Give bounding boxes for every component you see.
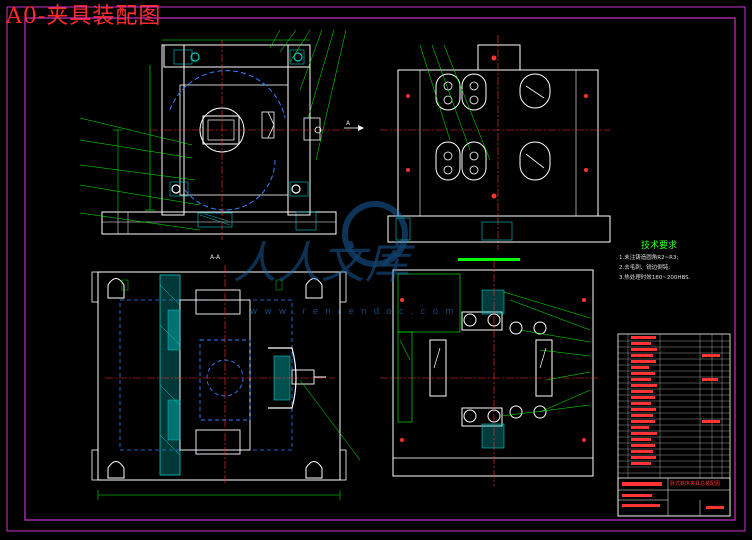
page-title: A0-夹具装配图 xyxy=(6,4,162,29)
base-plate xyxy=(101,211,337,235)
green-bar xyxy=(458,258,520,261)
locator-key xyxy=(197,212,233,228)
title-block-drawing-name: 卧式铣床夹具总装配图 xyxy=(670,481,721,487)
outer-frame xyxy=(6,6,746,532)
watermark-url: www.renrendoc.com xyxy=(250,307,461,317)
technical-requirement-3: 3.热处理时效180~200HBS. xyxy=(619,275,691,281)
plan-view xyxy=(91,265,361,500)
technical-requirements-heading: 技术要求 xyxy=(641,241,678,251)
view-arrow-label: A xyxy=(346,120,351,127)
watermark-text: 人人文库 xyxy=(233,238,416,289)
side-view xyxy=(380,35,611,261)
top-crossbar xyxy=(163,44,311,68)
technical-requirement-1: 1.未注铸造圆角R2~R3; xyxy=(619,255,679,261)
inner-frame xyxy=(24,17,736,521)
front-view xyxy=(79,29,364,240)
title-block xyxy=(617,333,731,517)
technical-requirement-2: 2.去毛刺、锐边倒钝; xyxy=(619,265,671,271)
plan-outline xyxy=(97,271,341,481)
watermark-logo: 人人文库 xyxy=(233,201,416,289)
left-side-view xyxy=(380,260,600,486)
section-label: A-A xyxy=(210,254,221,261)
